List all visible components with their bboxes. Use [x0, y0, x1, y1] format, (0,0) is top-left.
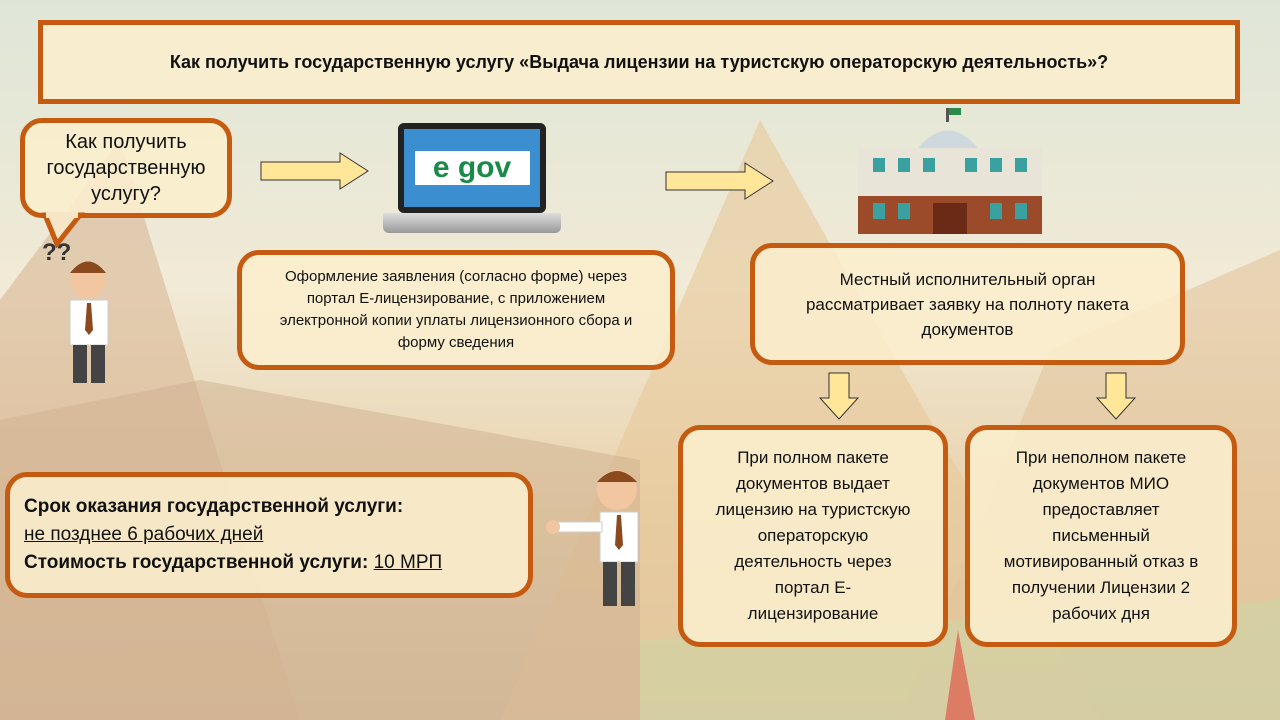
bubble-tail	[41, 212, 86, 248]
step-review: Местный исполнительный орган рассматрива…	[750, 243, 1185, 365]
confused-person-icon: ??	[42, 239, 109, 383]
step-application-text: Оформление заявления (согласно форме) че…	[279, 268, 633, 351]
step-review-text: Местный исполнительный орган рассматрива…	[805, 269, 1130, 339]
outcome-incomplete-text: При неполном пакете документов МИО предо…	[1003, 448, 1199, 623]
service-info: Срок оказания государственной услуги: не…	[5, 472, 533, 598]
right-arrow-icon	[260, 152, 369, 190]
title-text: Как получить государственную услугу «Выд…	[169, 51, 1109, 72]
happy-person-icon	[546, 470, 639, 606]
svg-text:??: ??	[42, 239, 71, 266]
question-bubble: Как получить государственную услугу?	[20, 118, 232, 218]
term-value: не позднее 6 рабочих дней	[24, 524, 264, 545]
outcome-full-text: При полном пакете документов выдает лице…	[715, 448, 911, 623]
egov-logo: e gov	[414, 151, 530, 185]
outcome-incomplete-package: При неполном пакете документов МИО предо…	[965, 425, 1237, 647]
right-arrow-icon	[665, 162, 774, 200]
outcome-full-package: При полном пакете документов выдает лице…	[678, 425, 948, 647]
page-title: Как получить государственную услугу «Выд…	[38, 20, 1240, 104]
step-application: Оформление заявления (согласно форме) че…	[237, 250, 675, 370]
cost-value: 10 МРП	[373, 552, 443, 573]
cost-label: Стоимость государственной услуги:	[24, 552, 369, 573]
egov-laptop: e gov	[383, 123, 561, 235]
term-label: Срок оказания государственной услуги:	[24, 496, 404, 517]
bubble-text: Как получить государственную услугу?	[46, 131, 206, 205]
down-arrow-icon	[819, 372, 859, 420]
down-arrow-icon	[1096, 372, 1136, 420]
government-building-icon	[858, 108, 1042, 234]
